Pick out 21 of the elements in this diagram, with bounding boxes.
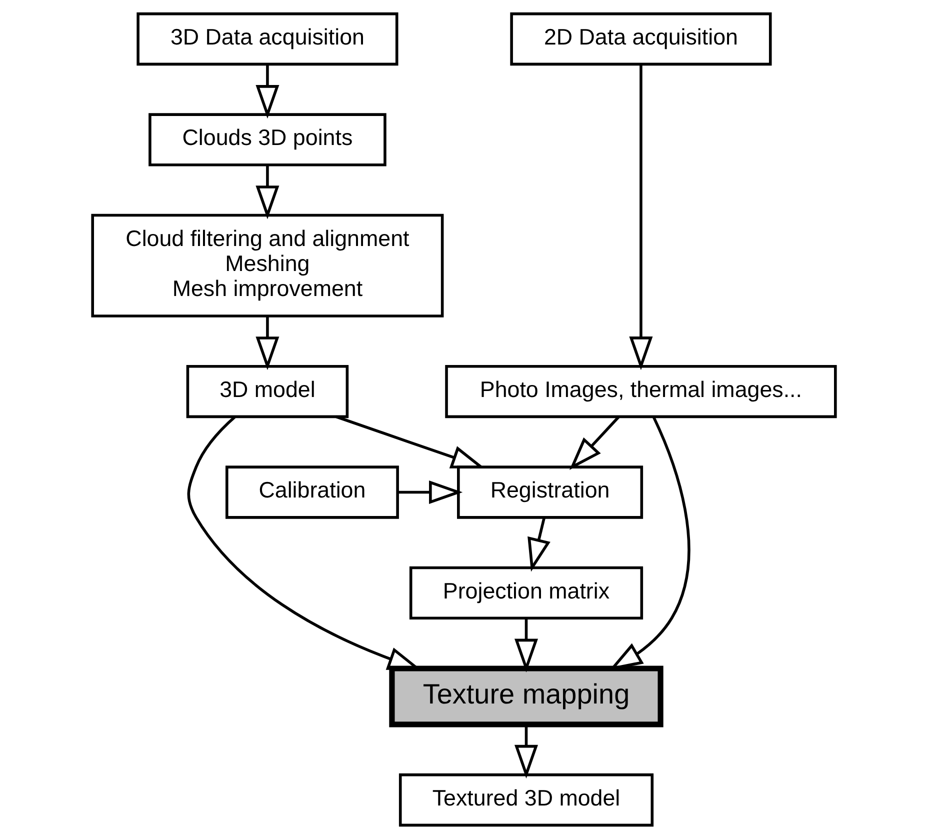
node-box: Texture mapping: [388, 666, 663, 728]
node-box: 3D Data acquisition: [136, 12, 398, 66]
arrow: [527, 518, 550, 572]
node-box: 3D model: [186, 364, 348, 418]
arrow: [255, 64, 279, 119]
arrow: [255, 316, 279, 370]
node-box: Textured 3D model: [398, 773, 654, 827]
node-box: Clouds 3D points: [148, 113, 386, 166]
node-box: Cloud filtering and alignment Meshing Mesh improvement: [90, 214, 444, 318]
arrow: [255, 165, 279, 220]
node-box: 2D Data acquisition: [510, 12, 772, 66]
arrow: [397, 480, 462, 504]
node-box: Projection matrix: [408, 566, 643, 620]
arrow: [628, 64, 652, 370]
arrow: [514, 724, 538, 779]
node-box: Photo Images, thermal images...: [444, 364, 836, 418]
node-box: Calibration: [224, 466, 398, 519]
arrow: [514, 618, 538, 672]
arrow: [568, 416, 619, 470]
node-box: Registration: [456, 466, 643, 519]
arrow: [335, 415, 484, 468]
